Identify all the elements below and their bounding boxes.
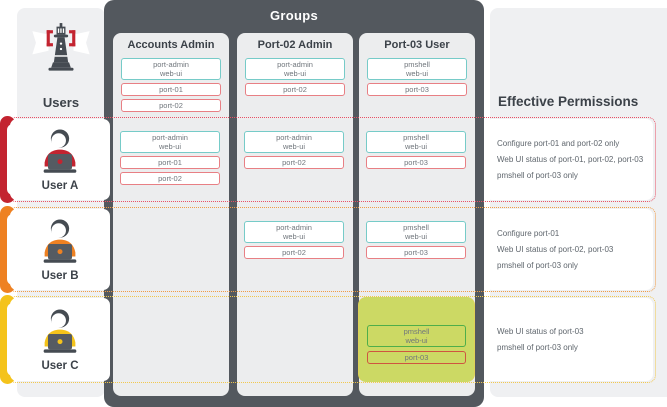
permission-box: port-02: [245, 83, 345, 96]
permission-line: Configure port-01: [497, 229, 560, 238]
permission-box: pmshell web-ui: [366, 221, 466, 243]
user-card: User C: [10, 298, 110, 381]
permission-line: pmshell of port-03 only: [497, 343, 578, 352]
user-avatar-icon: [43, 218, 77, 263]
permission-box: port-02: [244, 246, 344, 259]
permission-box: port-02: [121, 99, 221, 112]
row-cell-port03-user: pmshell web-ui port-03: [366, 221, 466, 259]
user-row-b: User B port-admin web-ui port-02 pmshell…: [0, 206, 656, 293]
permission-box: port-admin web-ui: [121, 58, 221, 80]
permission-line: Web UI status of port-03: [497, 327, 584, 336]
user-avatar-icon: [43, 308, 77, 353]
effective-permissions-text: Configure port-01 and port-02 only Web U…: [497, 119, 643, 200]
row-cell-port03-user: pmshell web-ui port-03: [367, 325, 466, 364]
group-column-accounts-admin: Accounts Admin port-admin web-ui port-01…: [113, 33, 229, 396]
row-cell-port02-admin: port-admin web-ui port-02: [244, 131, 344, 169]
permission-box: port-03: [367, 83, 467, 96]
effective-permissions-card: Configure port-01 and port-02 only Web U…: [485, 119, 653, 200]
permission-line: Web UI status of port-02, port-03: [497, 245, 614, 254]
users-panel-title: Users: [42, 95, 80, 110]
permission-box: pmshell web-ui: [366, 131, 466, 153]
effective-permissions-title: Effective Permissions: [498, 94, 639, 109]
user-card: User A: [10, 119, 110, 200]
permission-box: port-admin web-ui: [120, 131, 220, 153]
permission-line: Configure port-01 and port-02 only: [497, 139, 620, 148]
permission-box: pmshell web-ui: [367, 325, 466, 347]
group-column-title: Accounts Admin: [127, 39, 215, 51]
permission-box: port-03: [366, 246, 466, 259]
group-definition-boxes: port-admin web-ui port-02: [245, 58, 345, 96]
user-avatar-icon: [43, 128, 77, 173]
permission-line: Web UI status of port-01, port-02, port-…: [497, 155, 644, 164]
group-definition-boxes: pmshell web-ui port-03: [367, 58, 467, 96]
permission-box: port-03: [367, 351, 466, 364]
permission-box: pmshell web-ui: [367, 58, 467, 80]
user-label: User C: [41, 359, 79, 372]
row-cell-accounts-admin: port-admin web-ui port-01 port-02: [120, 131, 220, 185]
user-row-c: pmshell web-ui port-03 User C Web UI: [0, 295, 656, 384]
effective-permissions-card: Configure port-01 Web UI status of port-…: [485, 209, 653, 290]
permission-box: port-02: [120, 172, 220, 185]
permission-line: pmshell of port-03 only: [497, 171, 578, 180]
user-label: User A: [41, 179, 79, 192]
effective-permissions-text: Configure port-01 Web UI status of port-…: [497, 209, 613, 290]
group-column-title: Port-03 User: [384, 39, 450, 51]
group-column-title: Port-02 Admin: [257, 39, 333, 51]
permission-box: port-01: [120, 156, 220, 169]
permission-box: port-admin web-ui: [244, 221, 344, 243]
groups-title: Groups: [269, 8, 319, 23]
user-row-a: User A port-admin web-ui port-01 port-02…: [0, 116, 656, 203]
effective-permissions-text: Web UI status of port-03 pmshell of port…: [497, 298, 584, 381]
user-card: User B: [10, 209, 110, 290]
group-definition-boxes: port-admin web-ui port-01 port-02: [121, 58, 221, 112]
permission-box: port-03: [366, 156, 466, 169]
permission-box: port-admin web-ui: [245, 58, 345, 80]
permission-line: pmshell of port-03 only: [497, 261, 578, 270]
group-column-port02-admin: Port-02 Admin port-admin web-ui port-02: [237, 33, 353, 396]
lighthouse-icon: [17, 18, 105, 80]
user-label: User B: [41, 269, 79, 282]
permission-box: port-01: [121, 83, 221, 96]
effective-permissions-card: Web UI status of port-03 pmshell of port…: [485, 298, 653, 381]
highlighted-cell: pmshell web-ui port-03: [358, 297, 475, 382]
permission-box: port-admin web-ui: [244, 131, 344, 153]
permission-box: port-02: [244, 156, 344, 169]
row-cell-port02-admin: port-admin web-ui port-02: [244, 221, 344, 259]
row-cell-port03-user: pmshell web-ui port-03: [366, 131, 466, 169]
